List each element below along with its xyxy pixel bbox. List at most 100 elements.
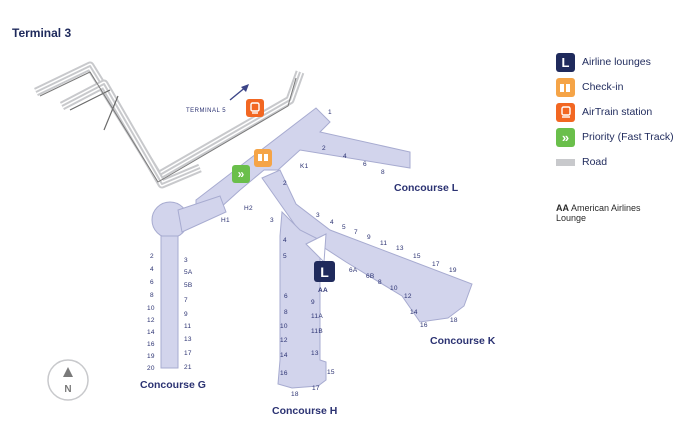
gate-label: 9 [311, 299, 315, 306]
gate-label: 17 [184, 350, 192, 357]
gate-label: 7 [184, 297, 188, 304]
gate-label: 16 [280, 370, 288, 377]
aa-note-line1: American Airlines [571, 203, 641, 213]
gate-label: 8 [284, 309, 288, 316]
gate-label: K1 [300, 163, 309, 170]
compass-north-label: N [64, 384, 71, 395]
check-in-marker[interactable] [254, 149, 272, 167]
gate-label: 10 [280, 323, 288, 330]
road-icon [556, 158, 575, 166]
gate-label: 1 [328, 109, 332, 116]
north-arrow-icon [63, 367, 73, 377]
gate-label: 19 [449, 267, 457, 274]
terminal5-arrowhead [241, 84, 249, 92]
gate-label: 2 [150, 253, 154, 260]
gate-label: 8 [378, 279, 382, 286]
gate-label: 4 [283, 237, 287, 244]
gate-label: 3 [316, 212, 320, 219]
airline-lounge-marker[interactable]: L AA [314, 261, 335, 294]
gate-label: 18 [291, 391, 299, 398]
legend-item-road: Road [556, 152, 690, 172]
gate-label: 13 [184, 336, 192, 343]
check-in-icon [556, 77, 575, 97]
priority-icon: » [556, 127, 575, 147]
legend-label: Airline lounges [582, 56, 651, 68]
legend-item-lounges: L Airline lounges [556, 52, 690, 72]
terminal-buildings [151, 107, 473, 389]
gate-label: H2 [244, 205, 253, 212]
gate-label: 4 [330, 219, 334, 226]
gate-label: 5A [184, 269, 193, 276]
gate-label: 5 [342, 224, 346, 231]
gate-label: 15 [327, 369, 335, 376]
gate-label: 6A [349, 267, 358, 274]
terminal5-label: TERMINAL 5 [186, 108, 226, 114]
gate-label: 6 [150, 279, 154, 286]
gate-label: 5 [283, 253, 287, 260]
road-network [34, 61, 305, 189]
gate-label: 7 [354, 229, 358, 236]
compass-circle [47, 359, 89, 401]
road-dark-edge [39, 71, 297, 183]
terminal5-direction: TERMINAL 5 [186, 84, 249, 114]
legend-label: Priority (Fast Track) [582, 131, 674, 143]
gate-label: 10 [390, 285, 398, 292]
lounge-aa-label: AA [318, 287, 328, 294]
concourse-l-gates: 1 2 4 6 8 K1 [300, 109, 385, 176]
airtrain-station-marker[interactable] [246, 99, 264, 117]
gate-label: 16 [420, 322, 428, 329]
legend-label: Check-in [582, 81, 624, 93]
page-title: Terminal 3 [12, 26, 72, 40]
gate-label: 12 [147, 317, 155, 324]
concourse-g-gates: 2 4 6 8 10 12 14 16 19 20 3 5A 5B 7 9 11… [147, 205, 253, 372]
gate-label: 5B [184, 282, 193, 289]
concourse-l-label: Concourse L [394, 182, 459, 194]
gate-label: 8 [381, 169, 385, 176]
gate-label: 3 [270, 217, 274, 224]
concourse-l-building [195, 107, 411, 217]
gate-label: 14 [147, 329, 155, 336]
priority-marker[interactable]: » [232, 165, 250, 183]
legend-item-airtrain: AirTrain station [556, 102, 690, 122]
gate-label: 21 [184, 364, 192, 371]
gate-label: 4 [343, 153, 347, 160]
concourse-h-label: Concourse H [272, 405, 337, 417]
gate-label: 6 [284, 293, 288, 300]
concourse-k-gates: 3 4 5 7 9 11 13 15 17 19 6A 6B 8 10 12 1… [316, 212, 458, 329]
concourse-g-label: Concourse G [140, 379, 206, 391]
gate-label: 2 [283, 180, 287, 187]
gate-label: 17 [312, 385, 320, 392]
airline-lounge-icon: L [556, 52, 575, 72]
concourse-k-building [261, 169, 473, 323]
gate-label: 15 [413, 253, 421, 260]
gate-label: 3 [184, 257, 188, 264]
road-inner-core [61, 83, 201, 185]
map-legend: L Airline lounges Check-in AirTrain stat… [556, 52, 690, 177]
gate-label: 14 [280, 352, 288, 359]
concourse-h-gates: 2 3 4 5 6 8 10 12 14 16 18 9 11A 11B 13 … [270, 180, 335, 398]
concourse-k-label: Concourse K [430, 335, 496, 347]
gate-label: 9 [367, 234, 371, 241]
gate-label: 19 [147, 353, 155, 360]
aa-note-line2: Lounge [556, 213, 587, 223]
gate-label: 9 [184, 311, 188, 318]
gate-label: 6 [363, 161, 367, 168]
concourse-g-pier [160, 235, 179, 369]
gate-label: H1 [221, 217, 230, 224]
airtrain-station-icon [556, 102, 575, 122]
gate-label: 8 [150, 292, 154, 299]
gate-label: 20 [147, 365, 155, 372]
gate-label: 11 [184, 323, 191, 330]
gate-label: 11A [311, 313, 323, 320]
aa-code: AA [556, 203, 569, 213]
concourse-g-connector [177, 195, 227, 233]
gate-label: 6B [366, 273, 375, 280]
svg-text:L: L [320, 264, 329, 280]
road-spur [103, 95, 119, 131]
legend-label: Road [582, 156, 608, 168]
svg-text:»: » [238, 167, 245, 181]
gate-label: 12 [404, 293, 412, 300]
gate-label: 4 [150, 266, 154, 273]
gate-label: 10 [147, 305, 155, 312]
